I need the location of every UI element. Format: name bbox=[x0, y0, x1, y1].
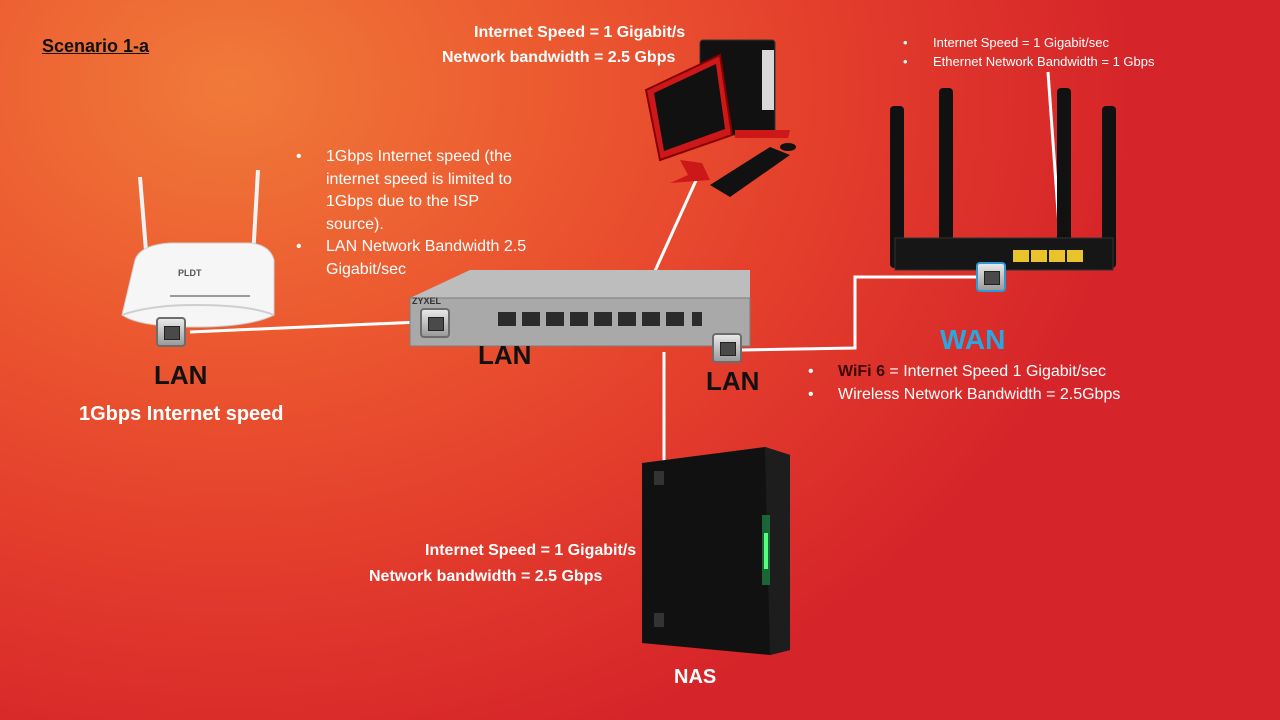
router-note: Ethernet Network Bandwidth = 1 Gbps bbox=[903, 53, 1233, 72]
switch-device: ZYXEL bbox=[400, 268, 760, 358]
nas-speed-label: Internet Speed = 1 Gigabit/s bbox=[425, 542, 637, 559]
router-wireless-bandwidth: Wireless Network Bandwidth = 2.5Gbps bbox=[808, 383, 1228, 406]
switch-right-port-icon bbox=[712, 333, 742, 363]
router-wifi-notes: WiFi 6 = Internet Speed 1 Gigabit/sec Wi… bbox=[808, 360, 1228, 406]
modem-note: LAN Network Bandwidth 2.5 Gigabit/sec bbox=[296, 236, 536, 281]
router-notes: Internet Speed = 1 Gigabit/sec Ethernet … bbox=[903, 34, 1233, 71]
nas-device bbox=[640, 445, 800, 660]
router-wan-label: WAN bbox=[940, 324, 1006, 355]
router-wan-port-icon bbox=[976, 262, 1006, 292]
nas-bandwidth-label: Network bandwidth = 2.5 Gbps bbox=[369, 568, 603, 585]
switch-brand: ZYXEL bbox=[412, 296, 442, 306]
router-note: Internet Speed = 1 Gigabit/sec bbox=[903, 34, 1233, 53]
switch-pc-line bbox=[648, 175, 700, 283]
switch-left-lan-label: LAN bbox=[478, 340, 532, 370]
pc-bandwidth-label: Network bandwidth = 2.5 Gbps bbox=[442, 49, 676, 66]
modem-note: 1Gbps Internet speed (the internet speed… bbox=[296, 146, 536, 236]
scenario-title: Scenario 1-a bbox=[42, 36, 150, 56]
pc-device bbox=[640, 35, 800, 205]
wifi6-label: WiFi 6 bbox=[838, 363, 885, 380]
modem-device: PLDT bbox=[110, 165, 280, 330]
switch-right-lan-label: LAN bbox=[706, 366, 760, 396]
router-device bbox=[885, 78, 1125, 278]
modem-notes: 1Gbps Internet speed (the internet speed… bbox=[296, 146, 536, 281]
modem-caption: 1Gbps Internet speed bbox=[79, 403, 284, 425]
nas-label: NAS bbox=[674, 666, 717, 688]
modem-lan-port-icon bbox=[156, 317, 186, 347]
pc-speed-label: Internet Speed = 1 Gigabit/s bbox=[474, 24, 686, 41]
router-wifi-item: WiFi 6 = Internet Speed 1 Gigabit/sec bbox=[808, 360, 1228, 383]
modem-lan-label: LAN bbox=[154, 360, 208, 390]
switch-left-port-icon bbox=[420, 308, 450, 338]
modem-switch-line bbox=[189, 320, 421, 334]
switch-router-line bbox=[741, 275, 990, 352]
modem-brand: PLDT bbox=[178, 268, 202, 278]
wifi-speed-text: = Internet Speed 1 Gigabit/sec bbox=[884, 363, 1106, 380]
